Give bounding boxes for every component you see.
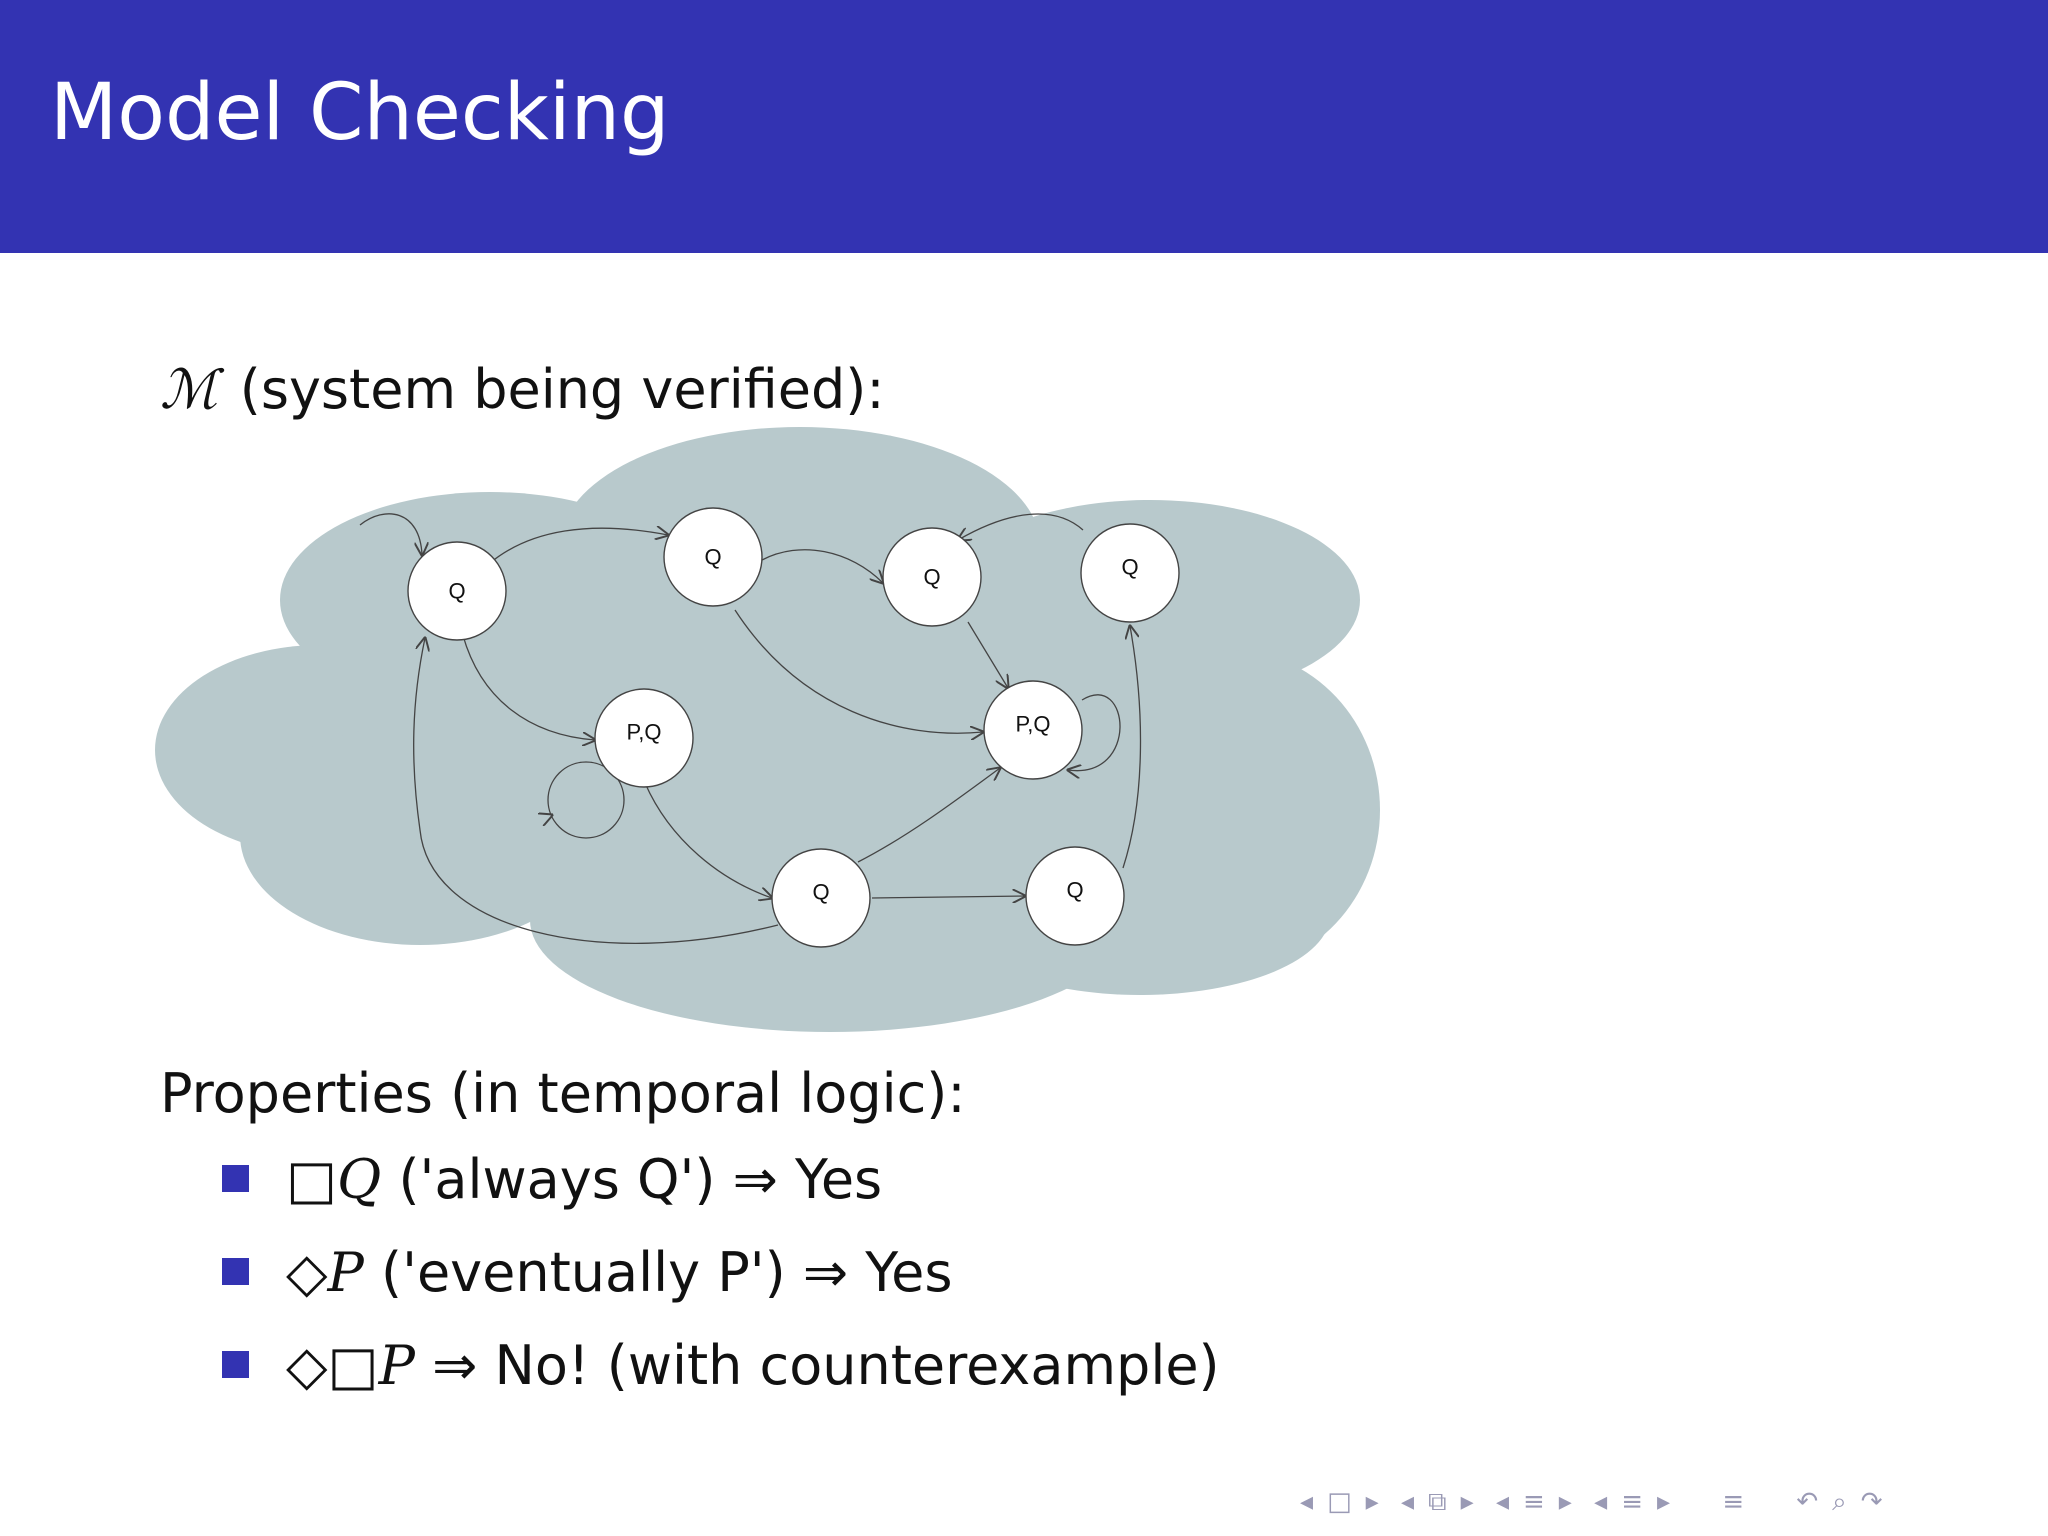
- bullet-square-icon: [222, 1165, 249, 1192]
- state-label: P,Q: [626, 720, 661, 745]
- state-label: Q: [448, 579, 465, 604]
- implies-arrow: ⇒: [432, 1334, 478, 1397]
- edge-s4-s3: [958, 513, 1084, 540]
- formula-variable: P: [378, 1334, 415, 1397]
- nav-prev-icon[interactable]: ◂: [1495, 1487, 1509, 1517]
- property-formula: □Q: [286, 1148, 381, 1211]
- nav-next-icon[interactable]: ▸: [1460, 1487, 1474, 1517]
- state-node-s8: [1025, 846, 1125, 946]
- model-caption: ℳ (system being verified):: [160, 358, 885, 421]
- edge-s8-s4: [1122, 626, 1142, 869]
- implies-arrow: ⇒: [802, 1241, 849, 1304]
- bullet-square-icon: [222, 1258, 249, 1285]
- nav-redo-icon[interactable]: ↷: [1860, 1487, 1883, 1517]
- title-bar: Model Checking: [0, 0, 2048, 253]
- edge-s1-s5: [461, 631, 595, 740]
- formula-operators: ◇□: [286, 1334, 379, 1397]
- state-node-s5: [594, 688, 694, 788]
- property-item: ◇□P ⇒ No! (with counterexample): [222, 1334, 1220, 1404]
- state-label: Q: [923, 565, 940, 590]
- transition-edges: [359, 513, 1142, 945]
- cloud-background: [155, 427, 1380, 1032]
- edge-s5-s7: [644, 782, 772, 898]
- slide-title: Model Checking: [50, 68, 670, 158]
- state-label: Q: [1121, 555, 1138, 580]
- nav-prev-icon[interactable]: ◂: [1400, 1487, 1415, 1517]
- edge-s7-s8: [871, 896, 1025, 898]
- state-node-s4: [1080, 523, 1180, 623]
- nav-undo-icon[interactable]: ↶: [1796, 1487, 1819, 1517]
- nav-next-icon[interactable]: ▸: [1365, 1487, 1379, 1517]
- nav-next-icon[interactable]: ▸: [1656, 1487, 1671, 1517]
- nav-subsection-icon[interactable]: ⧉: [1428, 1487, 1447, 1517]
- edge-s7-s6: [857, 768, 1000, 863]
- property-result: Yes: [795, 1148, 883, 1211]
- nav-search-icon[interactable]: ⌕: [1832, 1487, 1847, 1517]
- state-node-s2: [663, 507, 763, 607]
- state-label: Q: [1066, 878, 1083, 903]
- nav-frame-icon[interactable]: □: [1327, 1487, 1352, 1517]
- state-node-s3: [882, 527, 982, 627]
- properties-heading: Properties (in temporal logic):: [160, 1062, 966, 1125]
- edge-s2-s6: [734, 609, 983, 733]
- formula-variable: P: [327, 1241, 364, 1304]
- edge-s1-self: [359, 513, 422, 555]
- property-item: □Q ('always Q') ⇒ Yes: [222, 1148, 882, 1218]
- self-loop-s5: [547, 761, 625, 839]
- edge-s2-s3: [761, 549, 883, 583]
- state-label: P,Q: [1015, 712, 1050, 737]
- property-formula: ◇□P: [286, 1334, 415, 1397]
- state-node-s1: [407, 541, 507, 641]
- formula-variable: Q: [337, 1148, 382, 1211]
- beamer-navigation: ◂ □ ▸ ◂ ⧉ ▸ ◂ ≡ ▸ ◂ ≡ ▸ ≡ ↶ ⌕ ↷: [1300, 1487, 2040, 1523]
- edge-s6-self: [1068, 694, 1121, 771]
- property-description: ('eventually P'): [381, 1241, 786, 1304]
- state-nodes: [407, 507, 1180, 948]
- nav-toc-icon[interactable]: ≡: [1722, 1487, 1745, 1517]
- model-text: (system being verified):: [239, 358, 885, 421]
- property-description: ('always Q'): [398, 1148, 716, 1211]
- formula-operators: □: [286, 1148, 338, 1211]
- edge-s3-s6: [967, 621, 1008, 688]
- nav-outline-icon[interactable]: ≡: [1621, 1487, 1643, 1517]
- nav-next-icon[interactable]: ▸: [1558, 1487, 1572, 1517]
- nav-section-icon[interactable]: ≡: [1523, 1487, 1545, 1517]
- state-label: Q: [812, 880, 829, 905]
- property-result: No! (with counterexample): [494, 1334, 1220, 1397]
- property-formula: ◇P: [286, 1241, 364, 1304]
- bullet-square-icon: [222, 1351, 249, 1378]
- edge-s7-s1: [413, 638, 779, 945]
- edge-s1-s2: [489, 528, 668, 564]
- state-node-s6: [983, 680, 1083, 780]
- model-symbol: ℳ: [160, 358, 218, 421]
- nav-prev-icon[interactable]: ◂: [1300, 1487, 1314, 1517]
- formula-operators: ◇: [286, 1241, 328, 1304]
- state-node-s7: [771, 848, 871, 948]
- nav-prev-icon[interactable]: ◂: [1594, 1487, 1608, 1517]
- property-item: ◇P ('eventually P') ⇒ Yes: [222, 1241, 952, 1311]
- implies-arrow: ⇒: [732, 1148, 778, 1211]
- state-label: Q: [704, 545, 721, 570]
- property-result: Yes: [865, 1241, 953, 1304]
